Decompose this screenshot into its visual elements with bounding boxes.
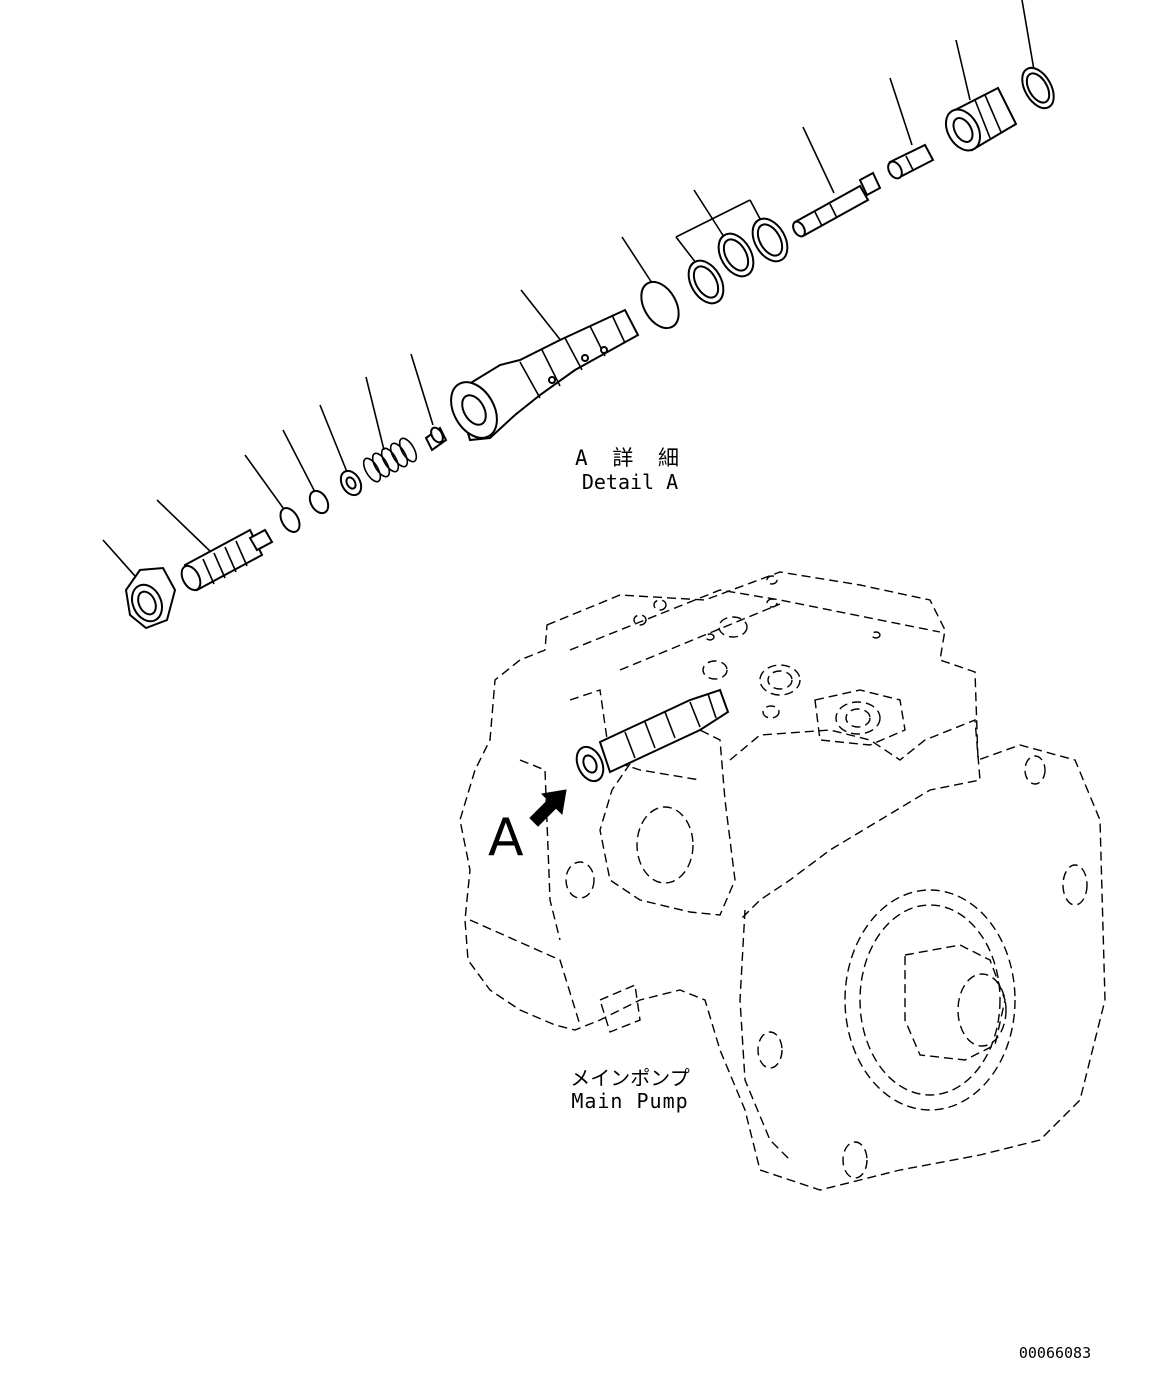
spool-part: [792, 171, 882, 238]
piston-part: [887, 143, 935, 180]
outer-sleeve-part: [944, 86, 1018, 152]
seat-part: [339, 469, 363, 497]
drawing-number: 00066083: [1018, 1344, 1092, 1362]
main-pump-outline: [459, 571, 1106, 1191]
view-letter: A: [488, 808, 524, 868]
poppet-part: [424, 426, 448, 452]
leader-lines: [102, 0, 1035, 586]
view-arrow-icon: [529, 789, 567, 827]
backup-ring-set: [687, 217, 789, 305]
pump-label-en: Main Pump: [571, 1089, 689, 1113]
o-ring-part: [308, 489, 330, 515]
nut-part: [124, 566, 177, 630]
pump-label-jp: メインポンプ: [570, 1066, 690, 1090]
detail-title-en: Detail A: [581, 470, 679, 494]
end-ring-part: [1021, 66, 1055, 110]
plug-part: [180, 528, 274, 592]
backup-ring-part: [279, 507, 301, 533]
o-ring-large-part: [640, 280, 680, 330]
spring-part: [362, 437, 418, 483]
sleeve-part: [450, 308, 640, 442]
detail-title-jp: A 詳 細: [575, 446, 685, 470]
installed-valve: [575, 688, 730, 783]
